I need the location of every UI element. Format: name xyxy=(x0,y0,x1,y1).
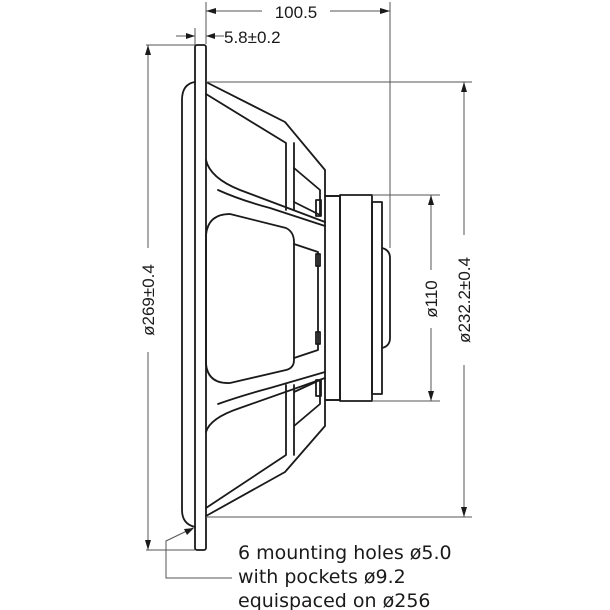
basket-lower-frame xyxy=(205,399,341,517)
basket-lower-crossbar xyxy=(217,371,326,405)
basket-upper-crossbar xyxy=(217,189,326,227)
dim-magnet-diameter: ø110 xyxy=(372,194,441,402)
basket-upper-inner xyxy=(205,93,287,211)
basket-upper-window xyxy=(293,167,321,216)
basket-lower-arm xyxy=(205,377,326,433)
dim-overall-depth: 100.5 xyxy=(205,2,391,248)
note-line-3: equispaced on ø256 xyxy=(238,590,431,610)
basket-lower-window xyxy=(293,379,321,427)
basket-middle-window xyxy=(205,213,295,384)
mounting-hole-leader xyxy=(165,527,232,579)
speaker-body xyxy=(181,44,391,551)
basket-upper-slot xyxy=(315,199,322,217)
basket-middle-inner xyxy=(293,243,319,359)
pole-cap xyxy=(381,247,391,349)
dim-cutout-diameter: ø232.2±0.4 xyxy=(206,81,474,518)
basket-middle-slot-top xyxy=(315,253,321,267)
basket-upper-arm xyxy=(205,159,326,223)
top-plate xyxy=(371,201,383,395)
dim-outer-diameter: ø269±0.4 xyxy=(139,44,195,551)
flange-thickness-label: 5.8±0.2 xyxy=(224,28,281,47)
back-plate xyxy=(324,195,341,401)
mounting-flange xyxy=(194,44,207,551)
basket-lower-slot xyxy=(315,379,322,397)
cutout-diameter-label: ø232.2±0.4 xyxy=(455,257,474,343)
outer-diameter-label: ø269±0.4 xyxy=(139,264,158,336)
note-line-1: 6 mounting holes ø5.0 xyxy=(238,542,452,564)
basket-lower-inner xyxy=(205,384,287,509)
magnet-diameter-label: ø110 xyxy=(422,280,441,318)
surround-gasket xyxy=(181,81,196,528)
overall-depth-label: 100.5 xyxy=(275,3,318,22)
dim-flange-thickness: 5.8±0.2 xyxy=(176,28,281,47)
mounting-note: 6 mounting holes ø5.0 with pockets ø9.2 … xyxy=(238,542,452,610)
basket-middle-slot-bottom xyxy=(315,331,321,345)
basket-upper-frame xyxy=(205,81,341,197)
note-line-2: with pockets ø9.2 xyxy=(238,566,406,588)
magnet xyxy=(339,194,373,402)
